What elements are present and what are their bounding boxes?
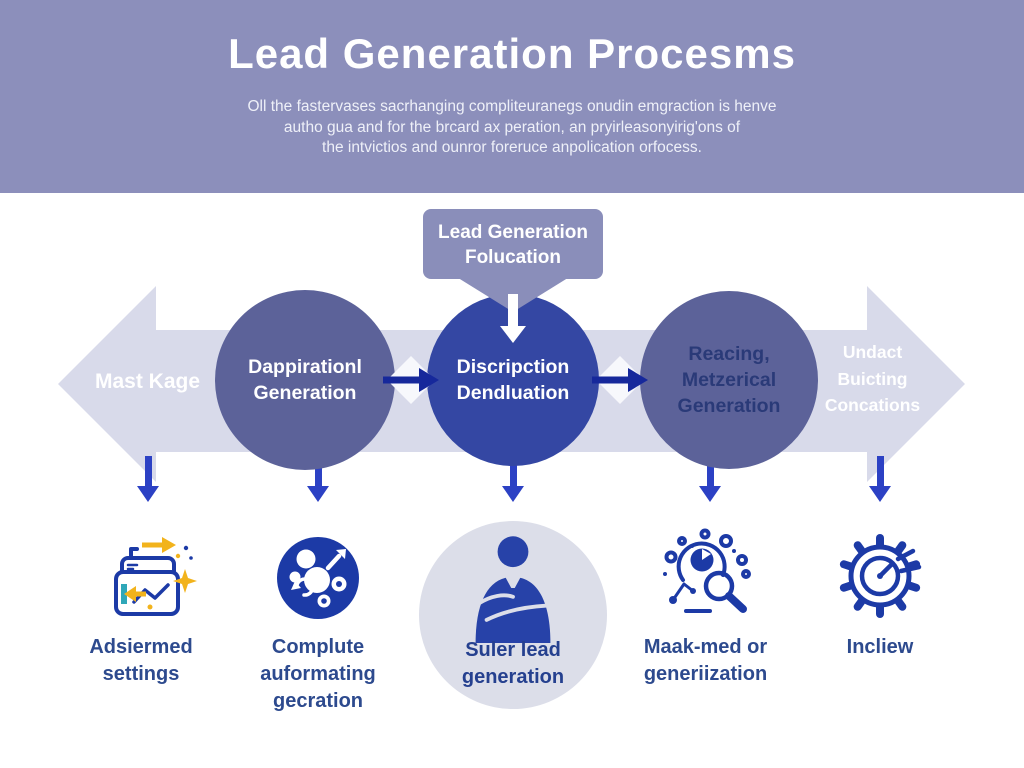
right-arrow-icon	[383, 356, 439, 404]
flow-right-label-line-2: Buicting	[837, 368, 908, 389]
down-arrow-icon	[869, 456, 891, 502]
item-label: Suler lead generation	[461, 639, 565, 688]
callout-line-2: Folucation	[464, 247, 562, 268]
marketing-settings-icon	[114, 537, 197, 616]
item-label: Maak-med or generiization	[643, 636, 768, 685]
flow-left-label: Mast Kage	[94, 370, 201, 393]
subtitle: Oll the fastervases sacrhanging complite…	[0, 97, 1024, 159]
subtitle-line-2: autho gua and for the brcard ax peration…	[283, 118, 741, 136]
down-arrow-icon	[508, 294, 518, 328]
business-person-icon	[475, 536, 551, 643]
down-arrow-icon	[137, 456, 159, 502]
stage-circle-2-label: Discripction Dendluation	[456, 356, 570, 404]
flow-right-label-line-1: Undact	[842, 342, 903, 362]
item-label: Incliew	[846, 636, 914, 658]
stage-circle-3-label: Reacing, Metzerical Generation	[677, 343, 781, 417]
stage-circle-3: Reacing, Metzerical Generation	[640, 291, 818, 469]
subtitle-line-3: the intvictios and ounror foreruce anpol…	[322, 139, 702, 156]
flow-right-label-line-3: Concations	[824, 395, 921, 415]
item-label: Adsiermed settings	[89, 636, 193, 685]
stage-circle-1-label: Dappirationl Generation	[248, 356, 362, 404]
header-banner: Lead Generation Procesms Oll the fasterv…	[0, 0, 1024, 193]
flow-right-label: Undact Buicting Concations	[810, 339, 935, 419]
automation-network-icon	[277, 537, 359, 619]
item-label: Complute auformating gecration	[260, 636, 376, 712]
callout-box: Lead Generation Folucation	[423, 209, 603, 279]
down-arrow-icon	[307, 456, 329, 502]
down-arrow-icon	[500, 326, 526, 343]
callout-line-1: Lead Generation	[438, 222, 588, 243]
gear-gauge-icon	[839, 534, 922, 618]
down-arrow-icon	[502, 456, 524, 502]
search-analytics-icon	[663, 528, 751, 613]
down-arrow-icon	[699, 456, 721, 502]
right-arrow-icon	[592, 356, 648, 404]
subtitle-line-1: Oll the fastervases sacrhanging complite…	[247, 98, 777, 115]
page-title: Lead Generation Procesms	[228, 30, 796, 77]
stage-circle-2: Discripction Dendluation	[427, 294, 599, 466]
stage-circle-1: Dappirationl Generation	[215, 290, 395, 470]
